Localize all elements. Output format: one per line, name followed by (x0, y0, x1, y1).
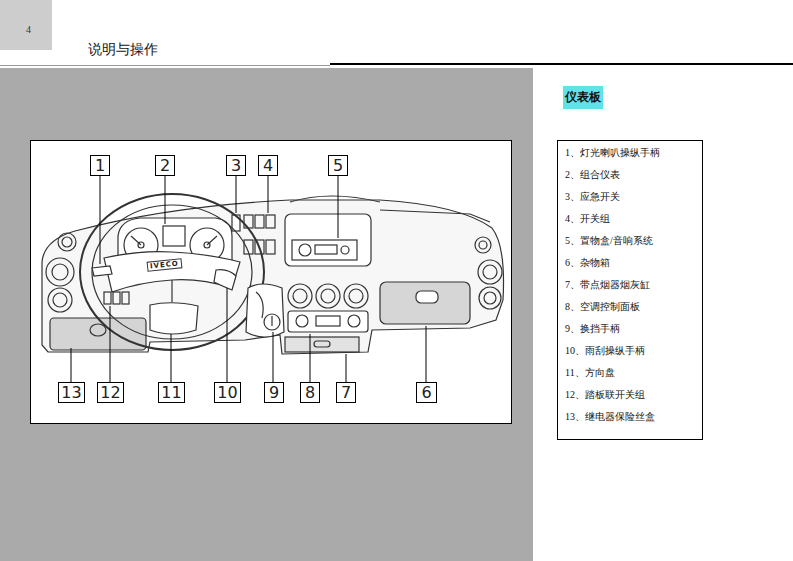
callout-number: 1 (95, 158, 105, 174)
callout-number: 4 (263, 158, 273, 174)
part-name: 2、组合仪表 (565, 169, 696, 181)
part-name: 1、灯光喇叭操纵手柄 (565, 147, 696, 159)
part-name: 4、开关组 (565, 213, 696, 225)
callout-number: 12 (100, 385, 120, 401)
callout-box: 13 (58, 382, 85, 403)
part-name: 12、踏板联开关组 (565, 389, 696, 401)
page-heading: 说明与操作 (88, 41, 158, 59)
part-name: 5、置物盒/音响系统 (565, 235, 696, 247)
section-heading: 仪表板 (563, 86, 603, 109)
callout-box: 3 (226, 155, 246, 176)
part-name: 9、换挡手柄 (565, 323, 696, 335)
part-name: 8、空调控制面板 (565, 301, 696, 313)
callout-box: 7 (336, 382, 356, 403)
part-name: 3、应急开关 (565, 191, 696, 203)
callout-number: 2 (160, 158, 170, 174)
legend-list-box: 1、灯光喇叭操纵手柄 2、组合仪表 3、应急开关 4、开关组 5、置物盒/音响系统 6、杂… (557, 140, 703, 440)
part-name: 13、继电器保险丝盒 (565, 411, 696, 423)
page-number: 4 (26, 24, 31, 35)
callout-number: 11 (161, 385, 181, 401)
callout-number: 9 (269, 385, 279, 401)
callout-number: 13 (61, 385, 81, 401)
callout-number: 10 (217, 385, 237, 401)
callout-box: 2 (155, 155, 175, 176)
part-name: 10、雨刮操纵手柄 (565, 345, 696, 357)
callout-box: 10 (214, 382, 241, 403)
callout-number: 3 (231, 158, 241, 174)
callout-box: 11 (158, 382, 185, 403)
callout-box: 9 (264, 382, 284, 403)
callout-box: 8 (300, 382, 320, 403)
callout-box: 6 (416, 382, 437, 403)
callout-box: 12 (97, 382, 124, 403)
callout-box: 4 (258, 155, 278, 176)
page-number-box: 4 (0, 0, 52, 50)
callout-box: 1 (90, 155, 110, 176)
part-name: 6、杂物箱 (565, 257, 696, 269)
callout-box: 5 (328, 155, 348, 176)
callout-number: 8 (305, 385, 315, 401)
callout-number: 6 (421, 385, 431, 401)
callout-number: 7 (341, 385, 351, 401)
part-name: 11、方向盘 (565, 367, 696, 379)
callout-number: 5 (333, 158, 343, 174)
part-name: 7、带点烟器烟灰缸 (565, 279, 696, 291)
